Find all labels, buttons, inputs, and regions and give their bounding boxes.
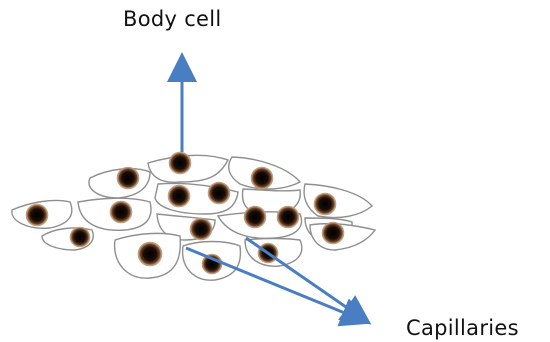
- tissue-sheet: [12, 155, 375, 280]
- nucleus: [208, 182, 230, 204]
- nucleus: [169, 152, 191, 174]
- nucleus: [70, 227, 90, 247]
- nucleus: [117, 167, 139, 189]
- nucleus: [110, 201, 132, 223]
- nucleus: [322, 222, 344, 244]
- nucleus: [26, 204, 48, 226]
- nucleus: [244, 206, 266, 228]
- nucleus: [138, 242, 162, 266]
- nucleus: [168, 185, 190, 207]
- nucleus: [190, 218, 212, 240]
- nucleus: [251, 167, 273, 189]
- nucleus: [314, 193, 336, 215]
- nucleus: [277, 206, 299, 228]
